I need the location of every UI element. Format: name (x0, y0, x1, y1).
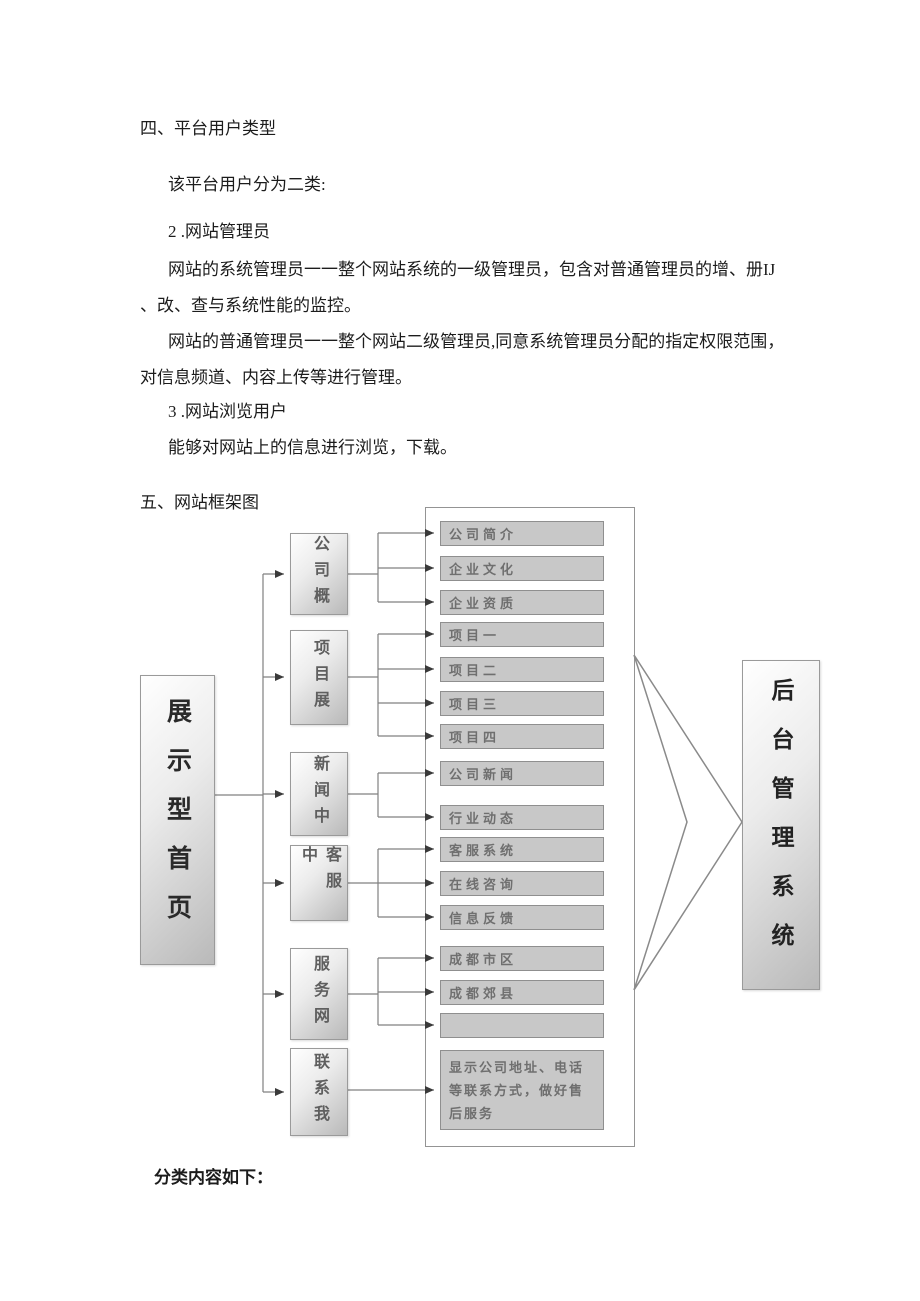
flow-arrow (633, 654, 743, 991)
backend-node: 后台管理系统 (742, 660, 820, 990)
category-node-company: 公司概 (290, 533, 348, 615)
category-node-projects: 项目展 (290, 630, 348, 725)
category-node-contact: 联系我 (290, 1048, 348, 1136)
leaf-node: 项目三 (440, 691, 604, 716)
category-label: 客服中 (299, 846, 340, 898)
category-node-service: 客服中 (290, 845, 348, 921)
leaf-node: 在线咨询 (440, 871, 604, 896)
category-label: 联系我 (311, 1053, 328, 1131)
category-label: 新闻中 (311, 755, 328, 833)
closing-line: 分类内容如下： (154, 1168, 273, 1187)
item3-title: 3 .网站浏览用户 (168, 402, 287, 421)
section4-heading: 四、平台用户类型 (140, 119, 276, 138)
leaf-node: 项目一 (440, 622, 604, 647)
leaf-node: 企业文化 (440, 556, 604, 581)
leaf-node: 项目二 (440, 657, 604, 682)
leaf-node-contact-info: 显示公司地址、电话等联系方式，做好售后服务 (440, 1050, 604, 1130)
leaf-node: 项目四 (440, 724, 604, 749)
leaf-node: 成都郊县 (440, 980, 604, 1005)
backend-node-label: 后台管理系统 (768, 678, 794, 972)
category-label: 项目展 (311, 638, 328, 717)
leaf-node-empty (440, 1013, 604, 1038)
leaf-node: 客服系统 (440, 837, 604, 862)
category-label: 服务网 (311, 955, 328, 1033)
category-node-network: 服务网 (290, 948, 348, 1040)
category-label: 公司概 (311, 535, 328, 613)
arrowed-connectors (263, 529, 434, 1096)
root-node-label: 展示型首页 (163, 697, 192, 943)
leaf-node: 企业资质 (440, 590, 604, 615)
category-node-news: 新闻中 (290, 752, 348, 836)
item2-paragraph-1: 网站的系统管理员一一整个网站系统的一级管理员，包含对普通管理员的增、册IJ 、改… (140, 260, 776, 315)
item2-paragraph-2: 网站的普通管理员一一整个网站二级管理员,同意系统管理员分配的指定权限范围， 对信… (140, 332, 785, 387)
intro-line: 该平台用户分为二类: (168, 175, 326, 194)
leaf-node: 公司简介 (440, 521, 604, 546)
item2-title: 2 .网站管理员 (168, 222, 270, 241)
leaf-node: 信息反馈 (440, 905, 604, 930)
section5-heading: 五、网站框架图 (140, 493, 259, 512)
leaf-node: 成都市区 (440, 946, 604, 971)
item3-paragraph: 能够对网站上的信息进行浏览，下载。 (168, 438, 457, 457)
leaf-node: 行业动态 (440, 805, 604, 830)
leaf-node: 公司新闻 (440, 761, 604, 786)
root-node-homepage: 展示型首页 (140, 675, 215, 965)
